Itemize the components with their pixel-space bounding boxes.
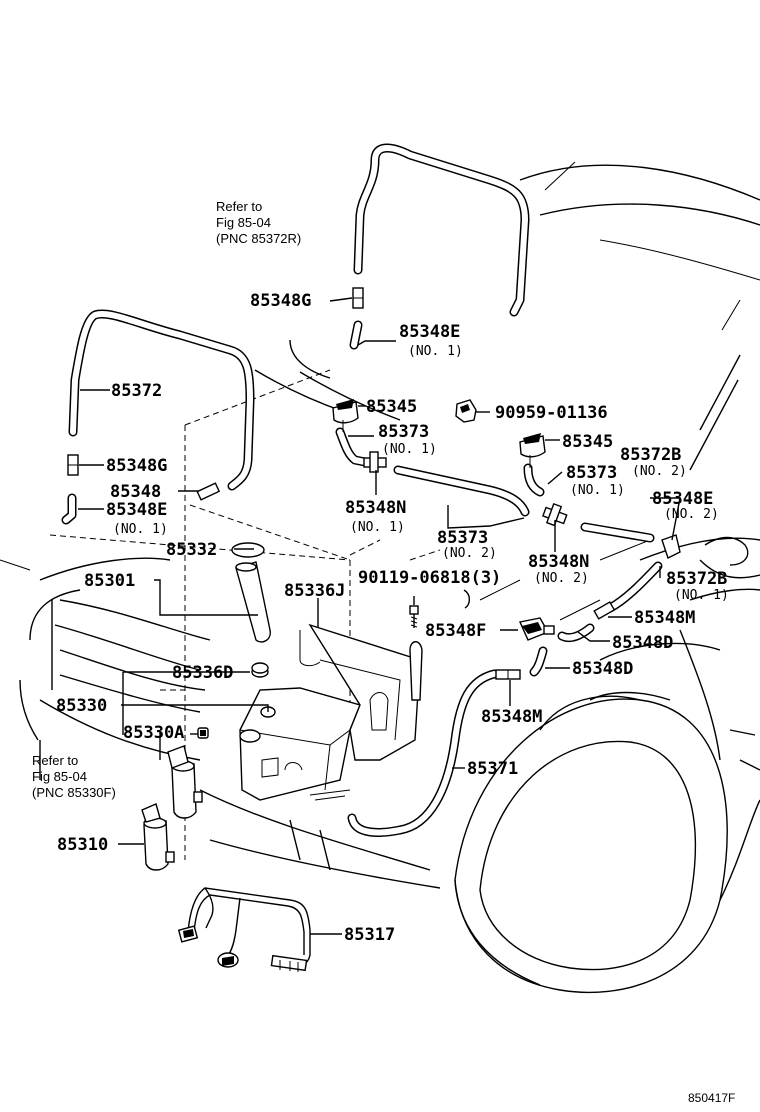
ref-note-line-3: (PNC 85330F) [32, 785, 116, 800]
part-label-85310: 85310 [57, 835, 108, 855]
pump-ref-85330F [167, 745, 203, 819]
part-label-85373: 85373 [378, 422, 429, 442]
part-label-85345: 85345 [366, 397, 417, 417]
part-label-85330A: 85330A [123, 723, 184, 743]
filler-neck-85332 [231, 542, 271, 643]
hose-85348D-lower [529, 646, 548, 677]
part-label-85345: 85345 [562, 432, 613, 452]
part-label-sub: (NO. 2) [632, 464, 687, 479]
nozzle-85345-a [332, 399, 359, 432]
part-label-85348: 85348 [110, 482, 161, 502]
part-labels: 85348G 85348E (NO. 1) 85372 85345 90959-… [56, 291, 729, 945]
ref-note-line-1: Refer to [216, 199, 262, 214]
part-label-sub: (NO. 1) [570, 483, 625, 498]
joint-85348E-right [661, 534, 681, 559]
part-label-sub: (NO. 1) [674, 588, 729, 603]
part-label-90119-06818: 90119-06818(3) [358, 568, 501, 588]
part-label-85372: 85372 [111, 381, 162, 401]
hose-85373-no2 [393, 465, 530, 517]
reference-note-85330F: Refer to Fig 85-04 (PNC 85330F) [32, 753, 116, 800]
hose-85372R-ref [353, 143, 530, 317]
hose-85373-right [523, 463, 545, 497]
hose-85371 [347, 669, 499, 837]
hose-85373-left [335, 427, 370, 467]
part-label-85348E: 85348E [652, 489, 713, 509]
hose-85372 [68, 309, 255, 491]
part-label-sub: (NO. 1) [113, 522, 168, 537]
ref-note-line-2: Fig 85-04 [32, 769, 87, 784]
part-label-85348D: 85348D [572, 659, 633, 679]
part-label-85348E: 85348E [399, 322, 460, 342]
grommet-85336D [251, 662, 269, 678]
hose-85372B-no2 [580, 522, 655, 543]
ref-note-line-3: (PNC 85372R) [216, 231, 301, 246]
washer-tank-85301 [239, 623, 423, 801]
joint-85348G-left [67, 454, 79, 476]
part-label-85348D: 85348D [612, 633, 673, 653]
part-label-sub: (NO. 1) [382, 442, 437, 457]
part-label-85336D: 85336D [172, 663, 233, 683]
part-label-85372B: 85372B [620, 445, 681, 465]
part-label-85348G: 85348G [250, 291, 311, 311]
part-label-85330: 85330 [56, 696, 107, 716]
part-label-85348N: 85348N [345, 498, 406, 518]
ref-note-line-1: Refer to [32, 753, 78, 768]
joint-85348N-no1 [363, 451, 387, 473]
part-85330A [197, 727, 209, 739]
joint-85348M-lower [495, 669, 521, 680]
part-label-sub: (NO. 2) [442, 546, 497, 561]
part-label-85336J: 85336J [284, 581, 345, 601]
part-label-sub: (NO. 2) [664, 507, 719, 522]
reference-note-85372R: Refer to Fig 85-04 (PNC 85372R) [216, 199, 301, 246]
joint-85348 [196, 482, 221, 501]
part-label-85348N: 85348N [528, 552, 589, 572]
hose-85348D-upper [557, 623, 595, 643]
part-label-85301: 85301 [84, 571, 135, 591]
washer-pump-85310 [141, 803, 175, 871]
joint-85348G-top [352, 287, 364, 309]
part-label-85317: 85317 [344, 925, 395, 945]
leader-lines [78, 297, 681, 935]
wire-harness-85317 [177, 887, 311, 972]
part-label-85348G: 85348G [106, 456, 167, 476]
joint-85348M-upper [593, 601, 616, 620]
part-label-85373: 85373 [437, 528, 488, 548]
part-label-85348E: 85348E [106, 500, 167, 520]
ref-note-line-2: Fig 85-04 [216, 215, 271, 230]
part-label-85348M: 85348M [481, 707, 542, 727]
part-label-85372B: 85372B [666, 569, 727, 589]
joint-85348N-no2 [542, 502, 568, 527]
part-label-85371: 85371 [467, 759, 518, 779]
part-label-sub: (NO. 1) [408, 344, 463, 359]
part-label-85348F: 85348F [425, 621, 486, 641]
clip-90959 [455, 399, 477, 423]
part-label-85348M: 85348M [634, 608, 695, 628]
part-label-85373: 85373 [566, 463, 617, 483]
hose-85348E-left [61, 493, 77, 525]
part-label-85332: 85332 [166, 540, 217, 560]
part-label-90959-01136: 90959-01136 [495, 403, 608, 423]
guide-dashed-lines [49, 369, 441, 860]
part-label-sub: (NO. 2) [534, 571, 589, 586]
figure-code: 850417F [688, 1091, 735, 1105]
bolt-90119 [409, 605, 419, 628]
valve-85348F [519, 617, 555, 641]
part-label-sub: (NO. 1) [350, 520, 405, 535]
nozzle-85345-b [519, 433, 546, 468]
hose-85348E-top [349, 320, 363, 350]
hose-85372B-no1 [605, 561, 663, 613]
